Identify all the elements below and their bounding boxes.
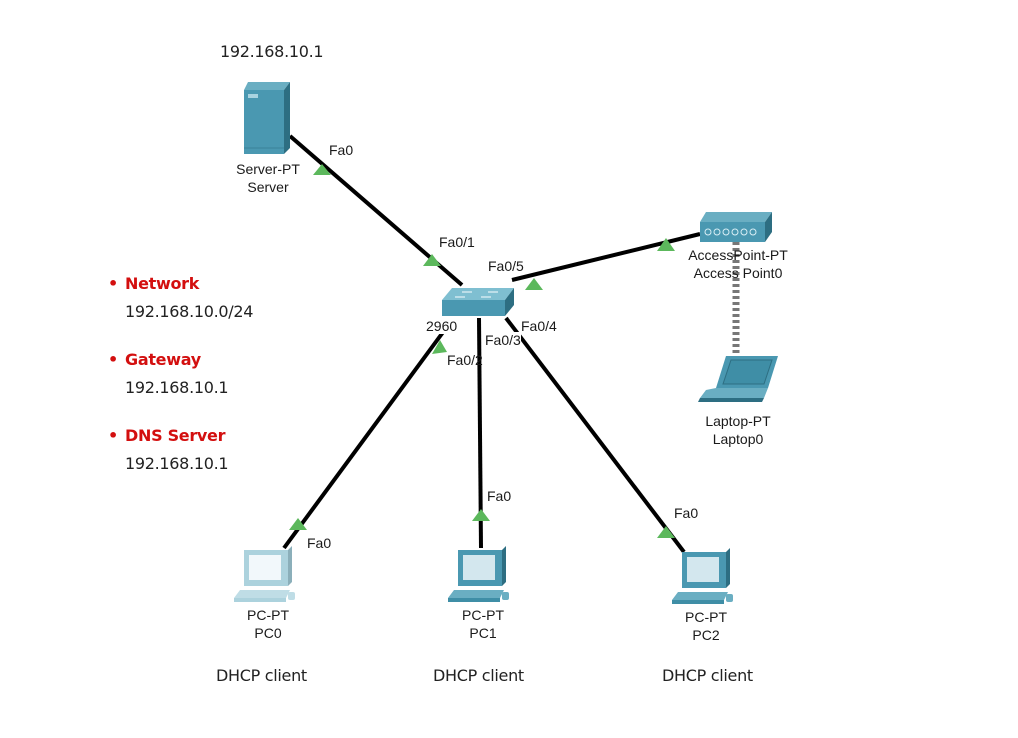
link-up-icon xyxy=(432,340,447,354)
server-ip-note: 192.168.10.1 xyxy=(220,42,324,61)
link-up-icon xyxy=(289,518,307,530)
access-point-model: AccessPoint-PT xyxy=(688,247,788,263)
switch-icon[interactable] xyxy=(442,288,514,316)
bullet-icon: • xyxy=(108,350,118,369)
info-network: • Network 192.168.10.0/24 xyxy=(108,272,253,328)
server-model: Server-PT xyxy=(236,161,300,177)
pc2-label: PC-PT PC2 xyxy=(685,608,727,644)
link-up-icon xyxy=(657,238,675,251)
info-network-value: 192.168.10.0/24 xyxy=(125,302,254,321)
pc0-name: PC0 xyxy=(254,625,282,641)
access-point-name: Access Point0 xyxy=(693,265,783,281)
link-up-icon xyxy=(423,254,441,266)
port-label-sw-fa0-4: Fa0/4 xyxy=(521,318,557,334)
info-gateway: • Gateway 192.168.10.1 xyxy=(108,348,253,404)
laptop-icon[interactable] xyxy=(698,356,778,402)
laptop-name: Laptop0 xyxy=(712,431,764,447)
laptop-label: Laptop-PT Laptop0 xyxy=(705,412,770,448)
port-label-server-fa0: Fa0 xyxy=(329,142,354,158)
pc2-model: PC-PT xyxy=(685,609,727,625)
link-status-indicators xyxy=(289,164,675,538)
server-icon[interactable] xyxy=(244,82,290,154)
access-point-label: AccessPoint-PT Access Point0 xyxy=(688,246,788,282)
cable-switch-ap[interactable] xyxy=(511,232,701,282)
pc0-model: PC-PT xyxy=(247,607,289,623)
port-label-sw-fa0-1: Fa0/1 xyxy=(439,234,475,250)
pc0-dhcp-note: DHCP client xyxy=(216,666,307,685)
server-label: Server-PT Server xyxy=(236,160,300,196)
cable-switch-pc0[interactable] xyxy=(282,318,454,550)
port-label-pc1-fa0: Fa0 xyxy=(487,488,512,504)
bullet-icon: • xyxy=(108,426,118,445)
pc2-dhcp-note: DHCP client xyxy=(662,666,753,685)
pc1-dhcp-note: DHCP client xyxy=(433,666,524,685)
switch-model-label: 2960 xyxy=(426,318,458,334)
info-gateway-label: Gateway xyxy=(125,350,201,369)
port-label-sw-fa0-5: Fa0/5 xyxy=(488,258,524,274)
port-label-sw-fa0-2: Fa0/2 xyxy=(447,352,483,368)
info-dns-label: DNS Server xyxy=(125,426,226,445)
info-dns: • DNS Server 192.168.10.1 xyxy=(108,424,253,480)
pc1-label: PC-PT PC1 xyxy=(462,606,504,642)
laptop-model: Laptop-PT xyxy=(705,413,771,429)
network-info-list: • Network 192.168.10.0/24 • Gateway 192.16… xyxy=(108,272,253,500)
pc1-icon[interactable] xyxy=(448,546,509,602)
port-label-pc2-fa0: Fa0 xyxy=(674,505,699,521)
bullet-icon: • xyxy=(108,274,118,293)
pc0-icon[interactable] xyxy=(234,546,295,602)
access-point-icon[interactable] xyxy=(700,212,772,242)
link-up-icon xyxy=(472,509,490,521)
pc1-model: PC-PT xyxy=(462,607,504,623)
link-up-icon xyxy=(525,278,543,290)
pc2-icon[interactable] xyxy=(672,548,733,604)
port-label-sw-fa0-3: Fa0/3 xyxy=(485,332,521,348)
info-network-label: Network xyxy=(125,274,200,293)
cable-switch-pc2[interactable] xyxy=(504,316,686,554)
pc2-name: PC2 xyxy=(692,627,720,643)
port-label-pc0-fa0: Fa0 xyxy=(307,535,332,551)
link-up-icon xyxy=(313,164,331,175)
pc1-name: PC1 xyxy=(469,625,497,641)
server-name: Server xyxy=(247,179,289,195)
info-gateway-value: 192.168.10.1 xyxy=(125,378,229,397)
link-up-icon xyxy=(657,526,675,538)
pc0-label: PC-PT PC0 xyxy=(247,606,289,642)
info-dns-value: 192.168.10.1 xyxy=(125,454,229,473)
